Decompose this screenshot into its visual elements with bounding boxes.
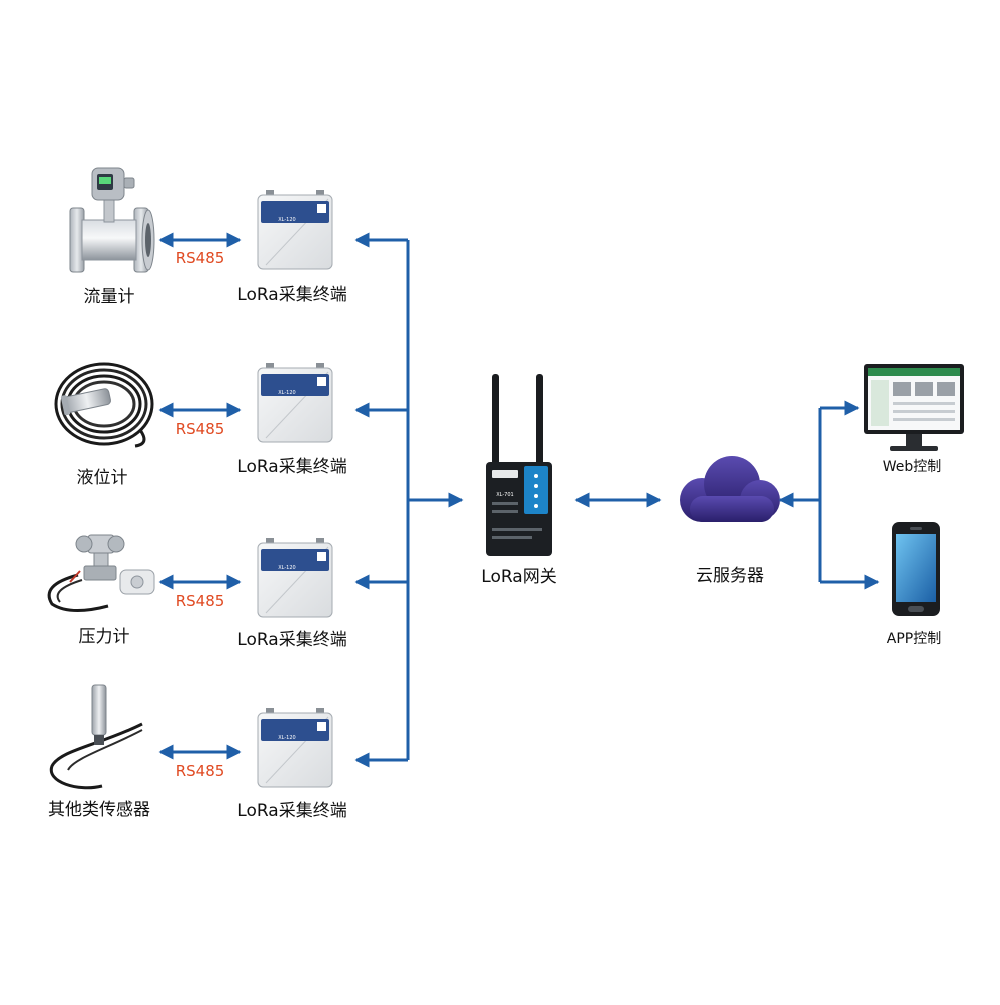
- rs485-label: RS485: [176, 420, 225, 438]
- lora-terminal-3: XL-120: [257, 538, 333, 618]
- app-control-label: APP控制: [887, 631, 941, 647]
- lora-terminal-2: XL-120: [257, 363, 333, 443]
- terminal-bus: [354, 232, 464, 768]
- pressure-transmitter-icon: [47, 534, 155, 612]
- smartphone-icon: [892, 522, 940, 616]
- gateway-model: XL-701: [496, 492, 513, 498]
- sensor-label: 压力计: [79, 627, 130, 647]
- terminal-model: XL-120: [278, 735, 295, 741]
- cloud-icon: [680, 456, 780, 522]
- terminal-label: LoRa采集终端: [237, 457, 346, 477]
- terminal-label: LoRa采集终端: [237, 630, 346, 650]
- monitor-icon: [864, 364, 964, 451]
- sensor-label: 流量计: [84, 287, 135, 307]
- sensor-label: 液位计: [77, 468, 128, 488]
- sensor-label: 其他类传感器: [48, 800, 150, 820]
- terminal-label: LoRa采集终端: [237, 285, 346, 305]
- cloud-label: 云服务器: [696, 566, 764, 586]
- rs485-label: RS485: [176, 592, 225, 610]
- web-control-label: Web控制: [883, 459, 942, 475]
- terminal-model: XL-120: [278, 390, 295, 396]
- lora-terminal-4: XL-120: [257, 708, 333, 788]
- rs485-label: RS485: [176, 249, 225, 267]
- gateway-label: LoRa网关: [481, 567, 556, 587]
- terminal-model: XL-120: [278, 565, 295, 571]
- flowmeter-icon: [69, 167, 155, 273]
- rs485-label: RS485: [176, 762, 225, 780]
- terminal-model: XL-120: [278, 217, 295, 223]
- probe-sensor-icon: [49, 684, 143, 790]
- terminal-label: LoRa采集终端: [237, 801, 346, 821]
- level-gauge-icon: [54, 362, 154, 448]
- lora-terminal-1: XL-120: [257, 190, 333, 270]
- cloud-client-links: [778, 400, 880, 590]
- lora-gateway-icon: XL-701: [486, 374, 552, 556]
